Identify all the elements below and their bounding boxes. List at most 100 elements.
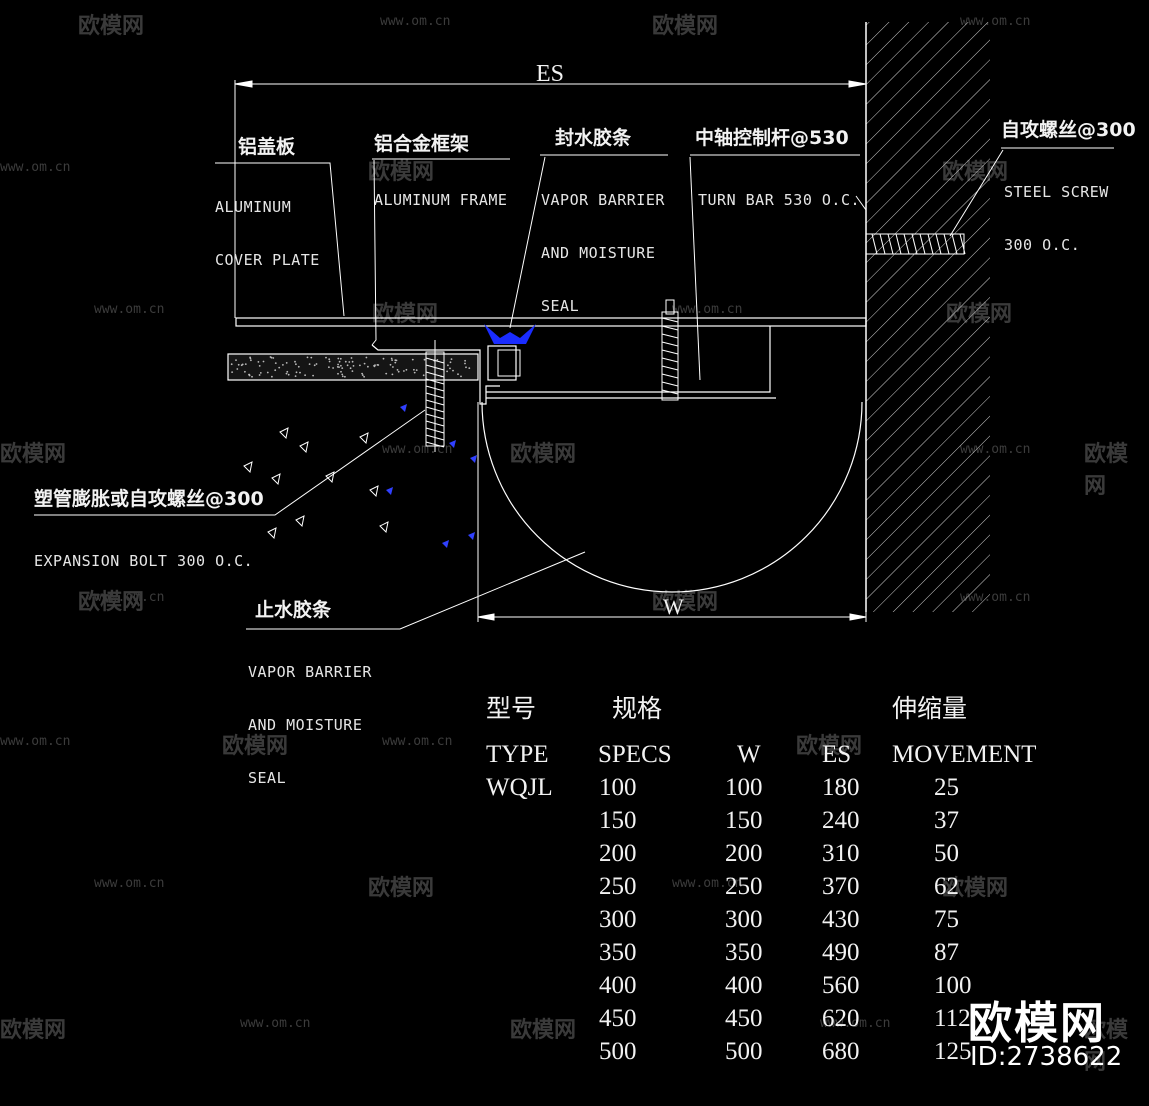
- table-cell-movement: 37: [934, 807, 959, 834]
- steel-screw: [855, 195, 966, 255]
- table-cell-es: 490: [822, 939, 860, 966]
- table-cell-movement: 50: [934, 840, 959, 867]
- header-specs-en: SPECS: [598, 741, 672, 768]
- cover-plate-line: COVER PLATE: [215, 251, 320, 269]
- aluminum-frame: [371, 326, 776, 405]
- table-cell-specs: 150: [599, 807, 637, 834]
- turn-bar: [661, 299, 679, 401]
- turn-bar-line: TURN BAR 530 O.C.: [698, 191, 861, 209]
- watermark-logo: 欧模网: [510, 1018, 577, 1043]
- vapor-seal-top: [484, 324, 536, 377]
- watermark-url: www.om.cn: [240, 1016, 311, 1031]
- table-cell-specs: 300: [599, 906, 637, 933]
- watermark-logo: 欧模网: [78, 14, 145, 39]
- watermark-url: www.om.cn: [0, 734, 71, 749]
- bolt-label-cn: 塑管膨胀或自攻螺丝@300: [34, 488, 264, 510]
- table-cell-w: 250: [725, 873, 763, 900]
- table-cell-es: 180: [822, 774, 860, 801]
- bolt-line: EXPANSION BOLT 300 O.C.: [34, 552, 254, 570]
- table-cell-movement: 25: [934, 774, 959, 801]
- w-dimension-line: [477, 400, 867, 622]
- header-type-en: TYPE: [486, 741, 549, 768]
- header-es-en: ES: [822, 741, 852, 768]
- concrete-debris: [243, 427, 389, 540]
- table-cell-movement: 125: [934, 1038, 972, 1065]
- table-cell-specs: 400: [599, 972, 637, 999]
- header-movement-en: MOVEMENT: [892, 741, 1037, 768]
- table-cell-es: 310: [822, 840, 860, 867]
- table-cell-specs: 100: [599, 774, 637, 801]
- table-cell-w: 100: [725, 774, 763, 801]
- w-dimension-label: W: [663, 594, 684, 619]
- watermark-logo: 欧模网: [510, 442, 577, 467]
- seal-markers: [386, 404, 477, 548]
- table-cell-specs: 250: [599, 873, 637, 900]
- table-cell-specs: 200: [599, 840, 637, 867]
- frame-label-cn: 铝合金框架: [374, 133, 470, 155]
- turn-bar-label-en: TURN BAR 530 O.C.: [698, 159, 860, 242]
- frame-label-en: ALUMINUM FRAME: [374, 159, 507, 242]
- table-cell-movement: 112: [934, 1005, 971, 1032]
- type-value: WQJL: [486, 774, 553, 801]
- watermark-logo: 欧模网: [942, 876, 1009, 901]
- screw-label-en: STEEL SCREW 300 O.C.: [1004, 151, 1109, 287]
- moisture-seal-bellow: [481, 401, 863, 593]
- cover-plate-label-cn: 铝盖板: [238, 136, 296, 158]
- watermark-logo: 欧模网: [1084, 442, 1129, 499]
- table-cell-es: 560: [822, 972, 860, 999]
- seal-top-line: SEAL: [541, 297, 580, 315]
- table-cell-es: 680: [822, 1038, 860, 1065]
- seal-top-line: VAPOR BARRIER: [541, 191, 665, 209]
- table-cell-specs: 350: [599, 939, 637, 966]
- wall-hatch: [865, 22, 990, 612]
- watermark-logo: 欧模网: [796, 734, 863, 759]
- seal-bottom-label-cn: 止水胶条: [255, 599, 332, 621]
- watermark-logo: 欧模网: [0, 1018, 67, 1043]
- table-cell-movement: 87: [934, 939, 959, 966]
- brand-logo-text: 欧模网: [968, 998, 1106, 1049]
- cover-plate-line: ALUMINUM: [215, 198, 292, 216]
- aluminum-cover-plate: [235, 317, 867, 327]
- turn-bar-label-cn: 中轴控制杆@530: [695, 127, 849, 149]
- watermark-url: www.om.cn: [672, 302, 743, 317]
- watermark-url: www.om.cn: [94, 590, 165, 605]
- watermark-logo: 欧模网: [652, 590, 719, 615]
- cover-plate-label-en: ALUMINUM COVER PLATE: [215, 166, 320, 302]
- brand-id: ID:2738622: [970, 1042, 1123, 1072]
- table-cell-es: 370: [822, 873, 860, 900]
- bolt-label-en: EXPANSION BOLT 300 O.C.: [34, 520, 253, 603]
- table-cell-w: 200: [725, 840, 763, 867]
- header-w-en: W: [737, 741, 761, 768]
- table-cell-w: 500: [725, 1038, 763, 1065]
- seal-bottom-label-en: VAPOR BARRIER AND MOISTURE SEAL: [248, 631, 372, 820]
- table-cell-movement: 75: [934, 906, 959, 933]
- table-cell-w: 450: [725, 1005, 763, 1032]
- screw-line: 300 O.C.: [1004, 236, 1081, 254]
- watermark-url: www.om.cn: [94, 302, 165, 317]
- table-cell-es: 620: [822, 1005, 860, 1032]
- watermark-logo: 欧模网: [78, 590, 145, 615]
- table-cell-movement: 62: [934, 873, 959, 900]
- watermark-logo: 欧模网: [652, 14, 719, 39]
- seal-bottom-line: VAPOR BARRIER: [248, 663, 372, 681]
- es-dimension-label: ES: [536, 61, 565, 87]
- watermark-logo: 欧模网: [372, 302, 439, 327]
- table-cell-w: 300: [725, 906, 763, 933]
- table-cell-w: 400: [725, 972, 763, 999]
- table-cell-es: 430: [822, 906, 860, 933]
- table-cell-w: 150: [725, 807, 763, 834]
- watermark-logo: 欧模网: [222, 734, 289, 759]
- seal-bottom-line: SEAL: [248, 769, 287, 787]
- frame-line: ALUMINUM FRAME: [374, 191, 508, 209]
- leader-lines: [34, 147, 1114, 630]
- concrete-slab: [227, 353, 479, 381]
- header-type-cn: 型号: [486, 694, 537, 723]
- expansion-bolt: [425, 340, 445, 452]
- table-cell-es: 240: [822, 807, 860, 834]
- seal-top-line: AND MOISTURE: [541, 244, 656, 262]
- seal-bottom-line: AND MOISTURE: [248, 716, 363, 734]
- seal-top-label-cn: 封水胶条: [555, 127, 632, 149]
- table-cell-specs: 450: [599, 1005, 637, 1032]
- screw-label-cn: 自攻螺丝@300: [1001, 119, 1136, 141]
